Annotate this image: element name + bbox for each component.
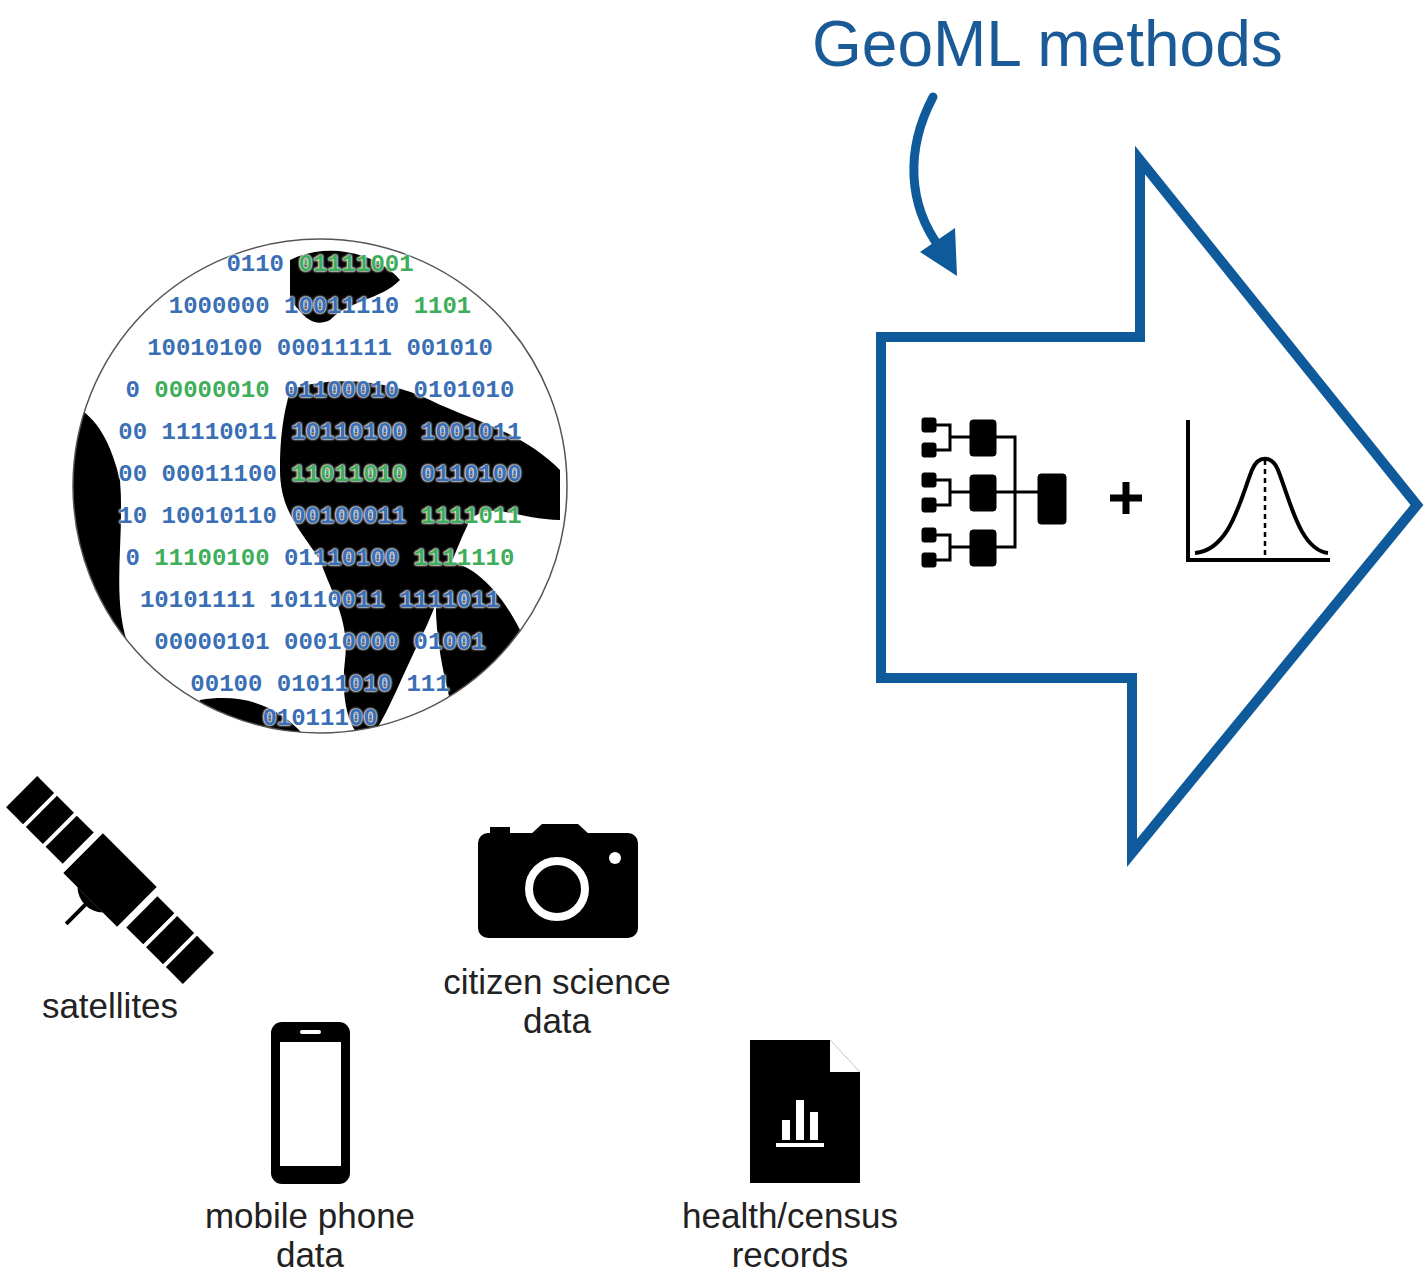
- binary-text: 00 11110011 10110100 1001011: [118, 421, 521, 445]
- plus-sign: [1110, 482, 1142, 514]
- globe-continents: [60, 220, 580, 760]
- source-caption: citizen science data: [407, 962, 707, 1040]
- binary-text: 0 00000010 01100010 0101010: [126, 379, 515, 403]
- globe-outline: [73, 239, 567, 733]
- binary-text: 00000101 00010000 01001: [154, 631, 485, 655]
- camera-icon: [478, 824, 638, 938]
- title: GeoML methods: [812, 12, 1283, 76]
- source-caption: health/census records: [645, 1196, 935, 1274]
- binary-text: 10101111 10110011 1111011: [140, 589, 500, 613]
- gaussian-icon: [1188, 420, 1330, 560]
- binary-text: 0 11100100 01110100 1111110: [126, 547, 515, 571]
- binary-text: 10 10010110 00100011 1111011: [118, 505, 521, 529]
- document-icon: [750, 1040, 860, 1183]
- binary-text: 1000000 10011110 1101: [169, 295, 471, 319]
- satellite-icon: [0, 772, 218, 1012]
- binary-text: 10010100 00011111 001010: [147, 337, 493, 361]
- binary-text: 01011100: [262, 707, 377, 731]
- pointer-arrowhead: [920, 228, 957, 276]
- binary-text: 00100 01011010 111: [190, 673, 449, 697]
- source-caption: mobile phone data: [170, 1196, 450, 1274]
- pointer-arrow: [914, 97, 940, 248]
- tree-ensemble-icon: [922, 418, 1066, 567]
- method-arrow: [881, 160, 1417, 853]
- phone-icon: [271, 1022, 350, 1184]
- source-caption: satellites: [0, 986, 230, 1025]
- binary-text: 00 00011100 11011010 0110100: [118, 463, 521, 487]
- binary-text: 0110 01111001: [226, 253, 413, 277]
